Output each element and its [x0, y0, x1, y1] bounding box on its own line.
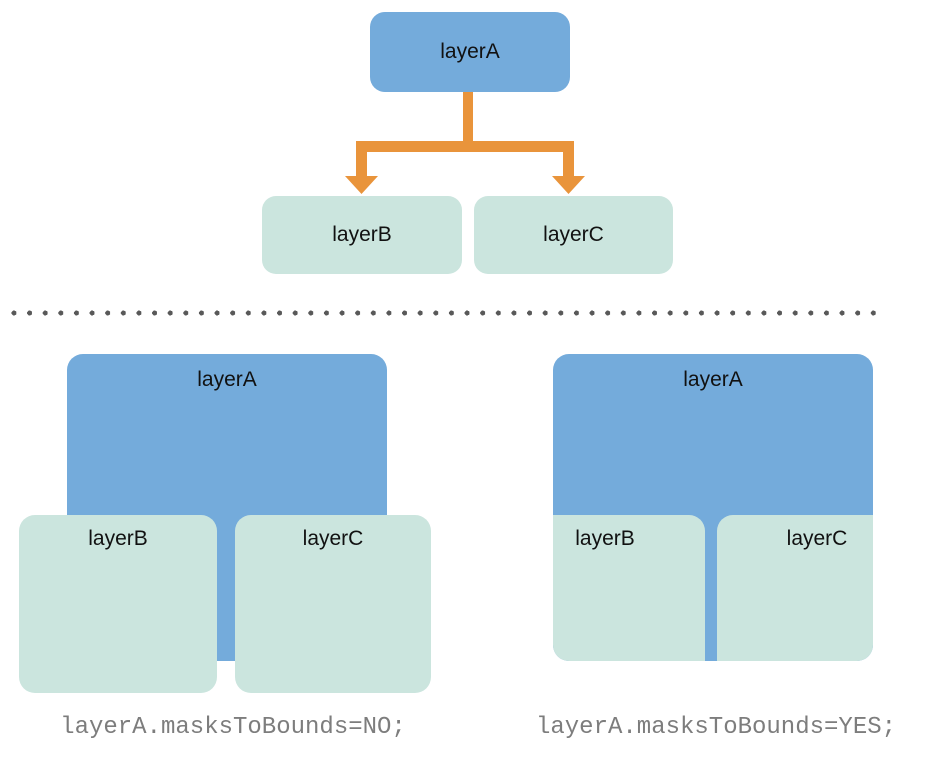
no-layer-c-box: layerC [235, 515, 431, 693]
yes-layer-a-label: layerA [683, 368, 743, 391]
no-layer-c-label: layerC [302, 527, 364, 550]
no-layer-b-box: layerB [19, 515, 217, 693]
tree-layer-c-label: layerC [543, 223, 604, 246]
yes-layer-b-box: layerB [553, 515, 705, 661]
tree-layer-b-label: layerB [332, 223, 392, 246]
tree-layer-b-box: layerB [262, 196, 462, 274]
yes-layer-b-label: layerB [575, 527, 635, 550]
masks-to-bounds-no-caption: layerA.masksToBounds=NO; [60, 714, 406, 741]
yes-layer-c-label: layerC [786, 527, 848, 550]
no-layer-b-label: layerB [88, 527, 148, 550]
dotted-divider [9, 308, 882, 318]
yes-layer-c-box: layerC [717, 515, 873, 661]
yes-layer-a-box: layerA layerB layerC [553, 354, 873, 661]
tree-layer-c-box: layerC [474, 196, 673, 274]
parent-to-children-arrows-icon [345, 92, 585, 194]
tree-layer-a-label: layerA [440, 40, 500, 63]
no-layer-a-label: layerA [197, 368, 257, 391]
masks-to-bounds-yes-caption: layerA.masksToBounds=YES; [535, 714, 897, 741]
tree-layer-a-box: layerA [370, 12, 570, 92]
